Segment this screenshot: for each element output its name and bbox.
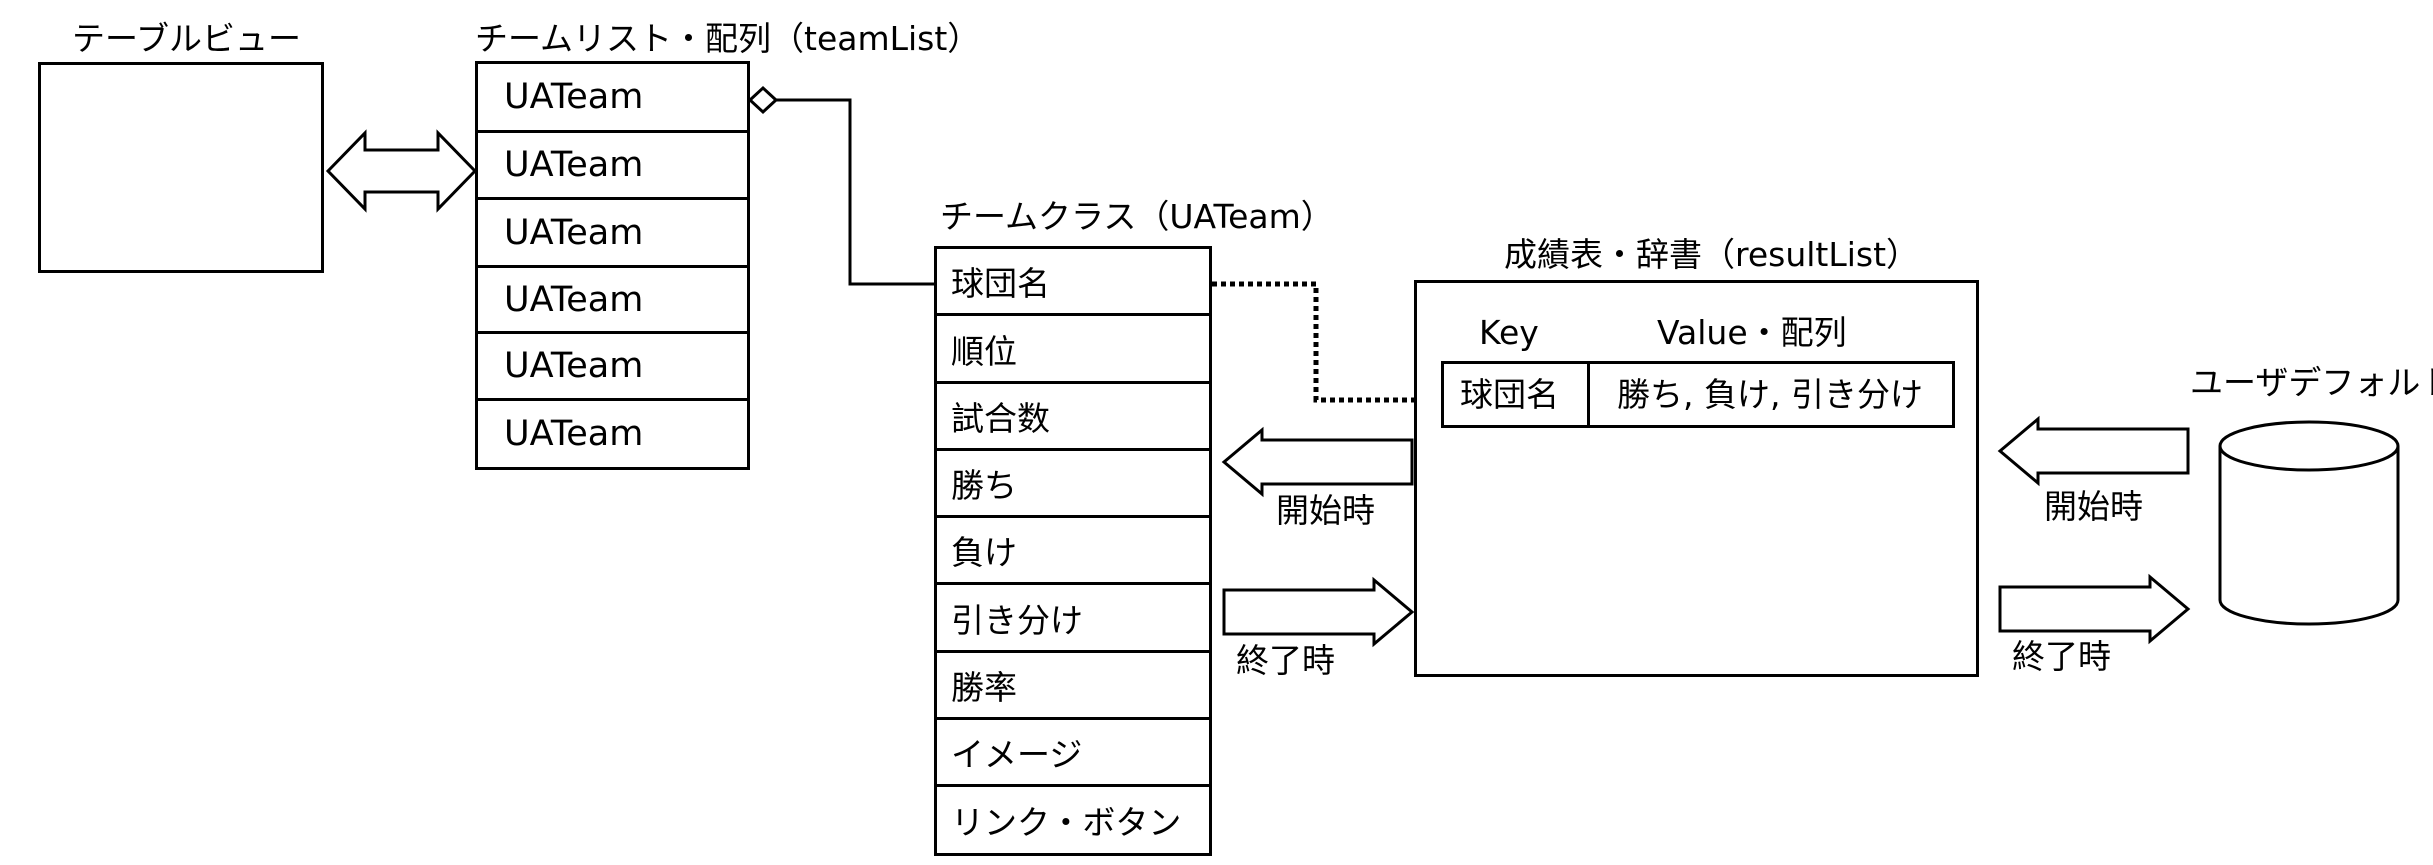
teamlist-item: UATeam: [475, 398, 750, 470]
aggregation-diamond: [747, 85, 779, 115]
bidirectional-arrow: [325, 129, 478, 213]
teamclass-field: 勝率: [934, 650, 1212, 720]
end-arrow-left: [1222, 576, 1415, 648]
end-arrow-right: [1998, 573, 2191, 645]
dotted-key-link: [1212, 281, 1450, 403]
result-value-cell: 勝ち, 負け, 引き分け: [1617, 375, 1923, 414]
start-arrow-right: [1997, 415, 2190, 487]
resultlist-title: 成績表・辞書（resultList）: [1504, 235, 1920, 274]
teamlist-item: UATeam: [475, 130, 750, 200]
teamlist-item: UATeam: [475, 331, 750, 401]
end-label-right: 終了時: [2012, 637, 2111, 676]
database-cylinder-icon: [2218, 420, 2400, 626]
end-label-left: 終了時: [1236, 641, 1335, 680]
teamlist-item: UATeam: [475, 265, 750, 334]
tableview-title: テーブルビュー: [72, 19, 302, 58]
teamlist-item: UATeam: [475, 197, 750, 268]
teamclass-field: 順位: [934, 313, 1212, 384]
resultlist-box: [1414, 280, 1979, 677]
teamlist-title: チームリスト・配列（teamList）: [475, 19, 981, 58]
result-entry: [1441, 361, 1955, 428]
teamclass-stack: 球団名 順位 試合数 勝ち 負け 引き分け 勝率 イメージ リンク・ボタン: [934, 246, 1212, 856]
userdefaults-title: ユーザデフォルト: [2190, 363, 2433, 402]
key-header: Key: [1479, 313, 1539, 352]
tableview-box: [38, 62, 324, 273]
teamclass-field: イメージ: [934, 717, 1212, 787]
teamclass-field: 勝ち: [934, 448, 1212, 518]
aggregation-line: [776, 98, 935, 286]
value-header: Value・配列: [1657, 313, 1847, 352]
start-label-left: 開始時: [1276, 491, 1375, 530]
teamclass-field: 球団名: [934, 246, 1212, 316]
teamclass-title: チームクラス（UATeam）: [940, 197, 1334, 236]
result-key-cell: 球団名: [1460, 375, 1559, 414]
teamlist-stack: UATeam UATeam UATeam UATeam UATeam UATea…: [475, 61, 750, 470]
teamlist-item: UATeam: [475, 61, 750, 133]
start-label-right: 開始時: [2044, 487, 2143, 526]
teamclass-field: 引き分け: [934, 582, 1212, 653]
result-entry-divider: [1587, 361, 1590, 428]
teamclass-field: 試合数: [934, 381, 1212, 451]
teamclass-field: 負け: [934, 515, 1212, 585]
teamclass-field: リンク・ボタン: [934, 784, 1212, 856]
start-arrow-left: [1221, 426, 1414, 498]
